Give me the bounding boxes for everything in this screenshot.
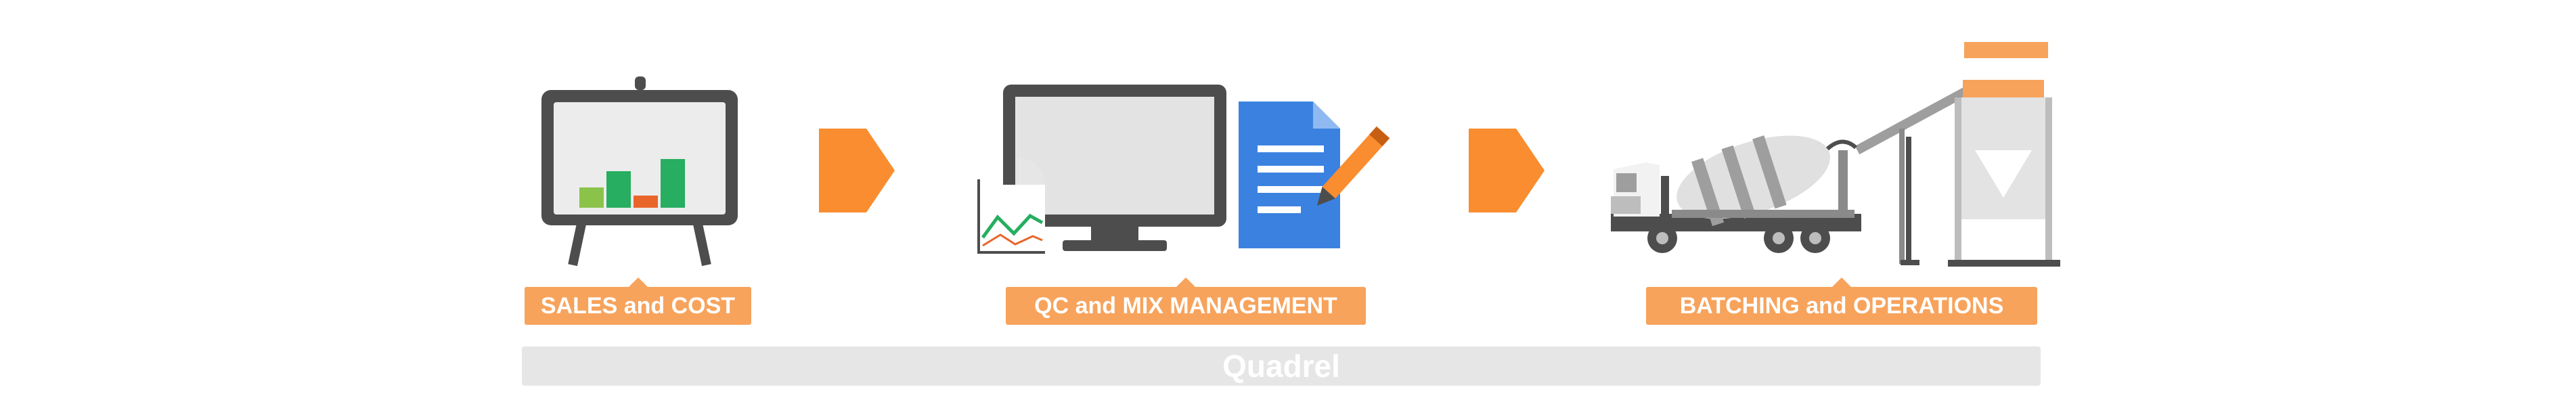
presentation-board-icon xyxy=(541,76,738,267)
platform-bar: Quadrel xyxy=(522,346,2041,386)
arrow-right-icon xyxy=(1469,129,1545,212)
arrow-right-icon xyxy=(819,129,895,212)
step-label-sales-cost: SALES and COST xyxy=(525,277,751,325)
step-label-batching-operations: BATCHING and OPERATIONS xyxy=(1646,277,2037,325)
board-bar-3 xyxy=(634,196,658,208)
mixer-truck-plant-icon xyxy=(1611,42,2060,267)
step-label-qc-mix: QC and MIX MANAGEMENT xyxy=(1006,277,1366,325)
monitor-document-icon xyxy=(975,85,1390,255)
board-bar-2 xyxy=(606,171,631,208)
board-bar-1 xyxy=(579,187,604,208)
board-bar-4 xyxy=(661,159,685,208)
platform-label: Quadrel xyxy=(1222,348,1340,384)
